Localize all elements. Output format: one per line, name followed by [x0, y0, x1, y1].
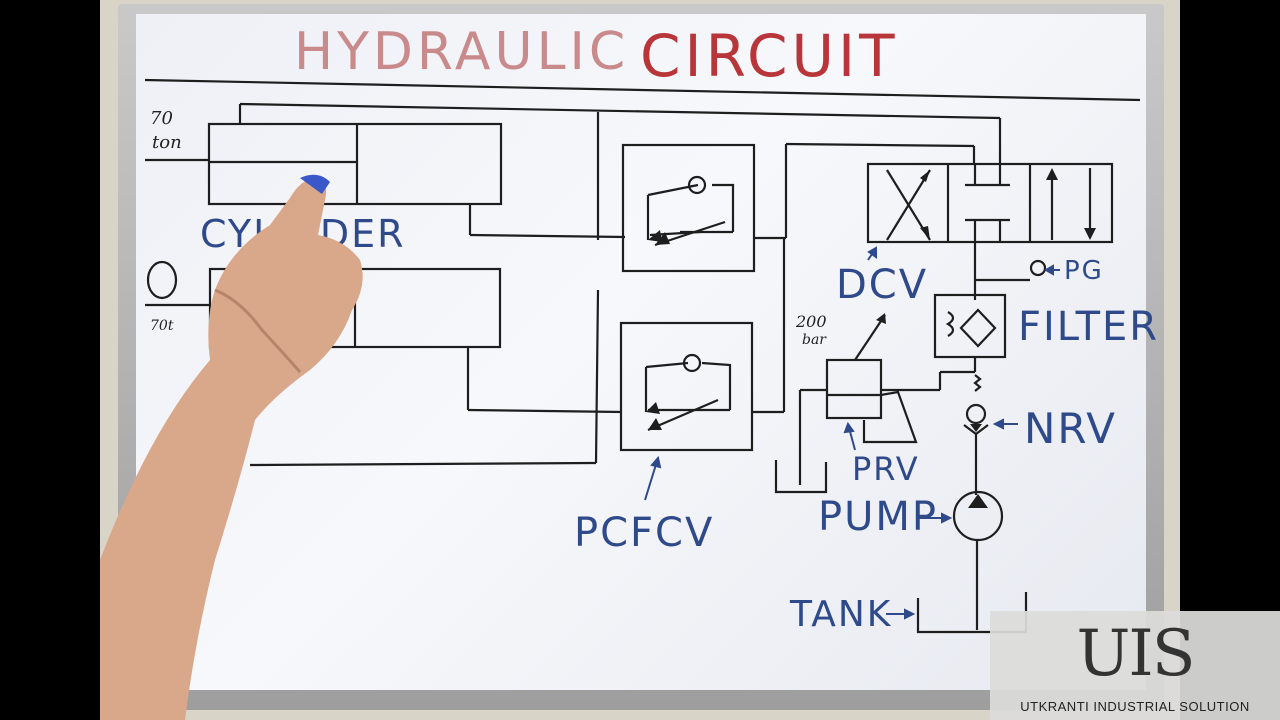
- label-prv: PRV: [852, 450, 920, 488]
- uis-watermark: UIS UTKRANTI INDUSTRIAL SOLUTION: [990, 611, 1280, 720]
- label-pg: PG: [1064, 256, 1104, 286]
- note-bar: bar: [802, 332, 827, 348]
- note-200: 200: [796, 312, 827, 331]
- dcv-block: [866, 162, 1114, 244]
- label-filter: FILTER: [1018, 304, 1160, 350]
- label-nrv: NRV: [1024, 404, 1118, 453]
- note-ton: ton: [152, 132, 182, 153]
- cylinder-top: [207, 122, 503, 206]
- note-70: 70: [150, 108, 173, 129]
- label-tank: TANK: [790, 594, 893, 635]
- note-70t: 70t: [150, 318, 174, 334]
- label-pcfcv: PCFCV: [574, 510, 715, 556]
- title-circuit: CIRCUIT: [640, 22, 899, 90]
- uis-company-name: UTKRANTI INDUSTRIAL SOLUTION: [1020, 699, 1250, 714]
- label-dcv: DCV: [836, 262, 929, 308]
- label-pump: PUMP: [818, 494, 939, 540]
- uis-logo: UIS: [1076, 617, 1195, 691]
- title-hydraulic: HYDRAULIC: [294, 22, 630, 82]
